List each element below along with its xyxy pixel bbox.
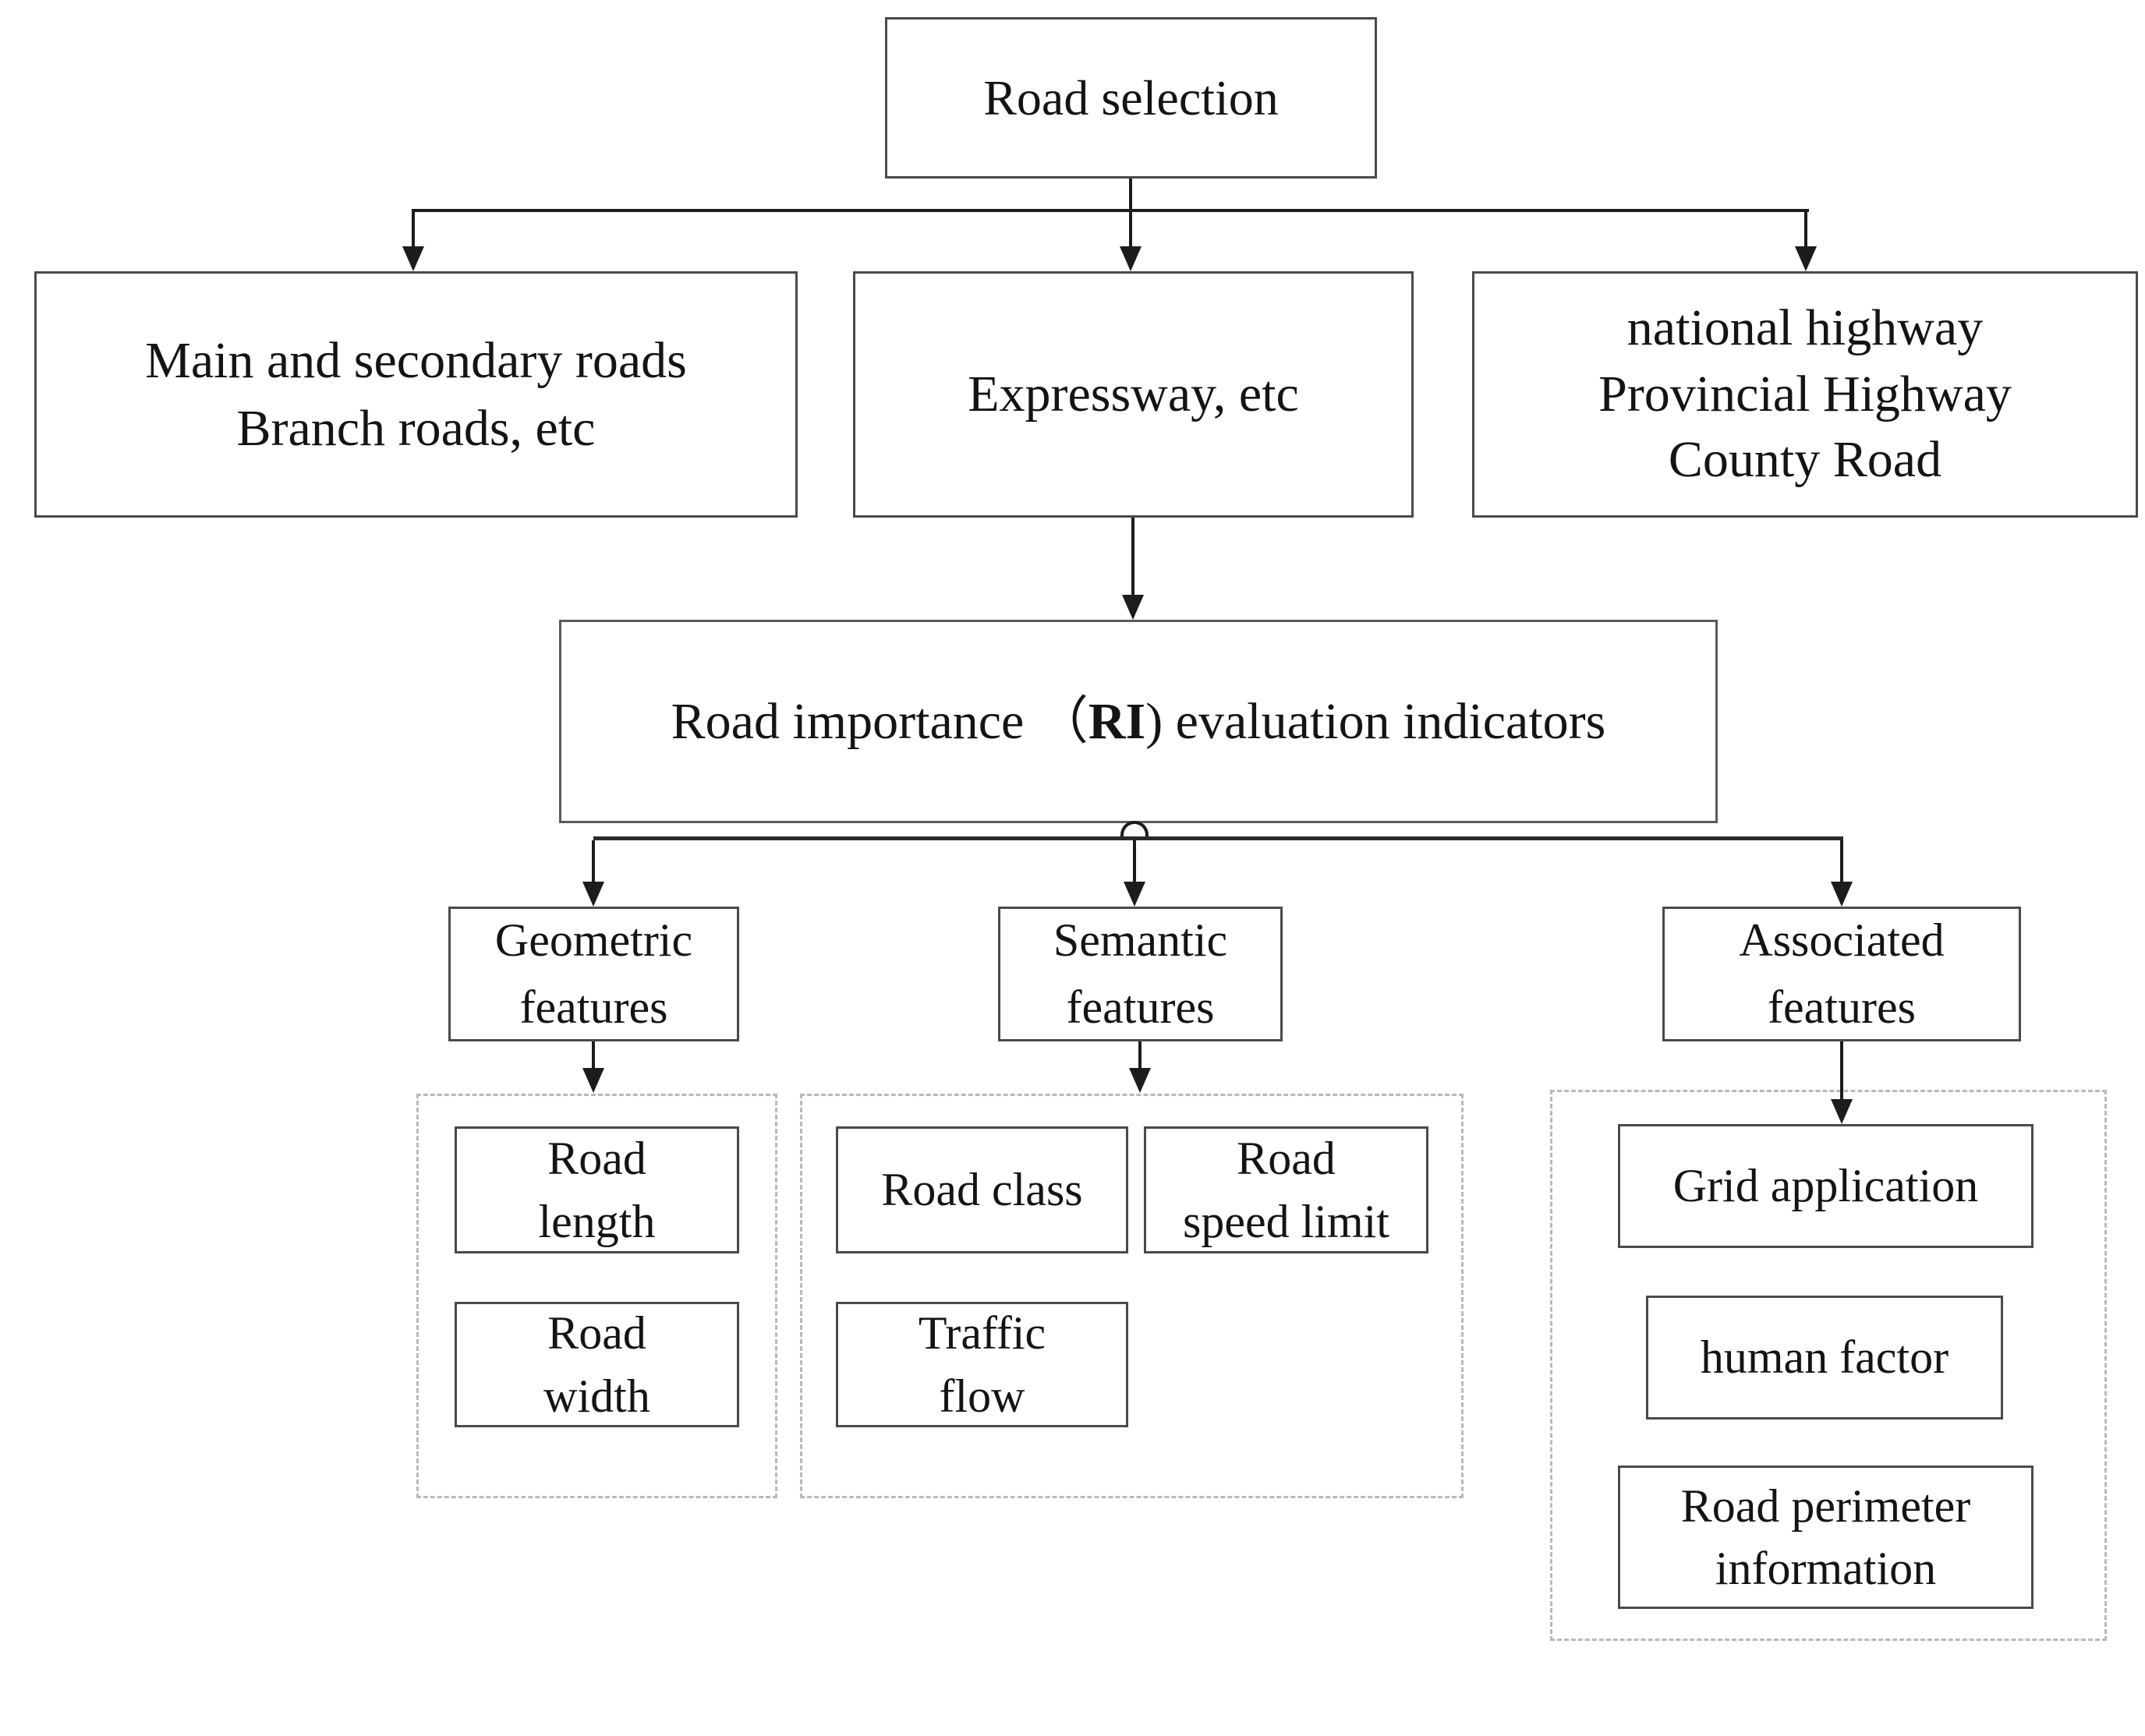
node-grid-application: Grid application: [1618, 1124, 2034, 1248]
connector-drop-semantic: [1133, 840, 1136, 883]
node-ri-abbr: RI: [1088, 692, 1146, 750]
node-road-speed-limit-line1: Road: [1237, 1133, 1336, 1185]
node-national-line1: national highway: [1626, 299, 1984, 357]
node-road-length: Road length: [455, 1126, 739, 1253]
node-road-class: Road class: [836, 1126, 1128, 1253]
arrowhead-to-geometric: [582, 882, 604, 907]
node-road-width: Road width: [455, 1302, 739, 1427]
node-traffic-flow-line2: flow: [939, 1370, 1025, 1422]
dashed-group-associated: [1550, 1090, 2107, 1641]
connector-drop-geometric: [592, 840, 595, 883]
node-geometric-line1: Geometric: [494, 914, 693, 967]
node-road-perimeter-line1: Road perimeter: [1680, 1480, 1971, 1532]
connector-drop-associated: [1840, 840, 1843, 883]
node-road-width-line1: Road: [547, 1307, 646, 1359]
node-expressway: Expressway, etc: [853, 271, 1414, 518]
node-road-selection: Road selection: [885, 17, 1377, 179]
node-traffic-flow-line1: Traffic: [918, 1307, 1046, 1359]
connector-top-rail: [412, 209, 1809, 212]
node-associated-line1: Associated: [1739, 914, 1945, 967]
node-road-width-line2: width: [543, 1370, 650, 1422]
dashed-group-semantic: [800, 1094, 1464, 1498]
arrowhead-to-semantic-group: [1129, 1068, 1151, 1093]
node-semantic-features: Semantic features: [998, 907, 1283, 1041]
connector-bottom-rail: [593, 836, 1843, 840]
node-ri-indicators: Road importance （RI) evaluation indicato…: [559, 620, 1718, 823]
arrowhead-to-main-secondary: [402, 246, 424, 271]
node-geometric-line2: features: [519, 981, 668, 1033]
node-road-selection-label: Road selection: [983, 69, 1279, 126]
node-geometric-features: Geometric features: [448, 907, 739, 1041]
node-traffic-flow: Traffic flow: [836, 1302, 1128, 1427]
node-main-secondary-line2: Branch roads, etc: [236, 400, 596, 457]
node-ri-prefix: Road importance （: [671, 692, 1088, 750]
node-semantic-line2: features: [1066, 981, 1215, 1033]
node-ri-suffix: ) evaluation indicators: [1145, 692, 1606, 750]
node-associated-line2: features: [1768, 981, 1916, 1033]
node-national-highway: national highway Provincial Highway Coun…: [1472, 271, 2138, 518]
connector-expressway-to-ri: [1131, 518, 1134, 597]
node-semantic-line1: Semantic: [1053, 914, 1228, 967]
line-jump-arc: [1120, 821, 1149, 836]
node-road-length-line1: Road: [547, 1133, 646, 1185]
arrowhead-to-expressway: [1120, 246, 1142, 271]
connector-drop-middle: [1129, 209, 1132, 249]
node-road-speed-limit-line2: speed limit: [1183, 1195, 1389, 1247]
node-national-line3: County Road: [1668, 431, 1942, 489]
node-human-factor: human factor: [1646, 1296, 2003, 1420]
node-road-class-label: Road class: [881, 1164, 1083, 1216]
dashed-group-geometric: [416, 1094, 777, 1498]
node-grid-application-label: Grid application: [1672, 1160, 1979, 1212]
node-main-secondary-line1: Main and secondary roads: [145, 331, 687, 389]
connector-top-stem: [1129, 179, 1132, 210]
connector-semantic-to-group: [1138, 1041, 1142, 1071]
connector-drop-left: [412, 209, 415, 249]
connector-geometric-to-group: [592, 1041, 595, 1071]
arrowhead-to-ri: [1122, 595, 1144, 620]
node-human-factor-label: human factor: [1700, 1331, 1949, 1384]
connector-associated-to-group: [1840, 1041, 1843, 1102]
arrowhead-to-semantic: [1124, 882, 1145, 907]
node-road-speed-limit: Road speed limit: [1144, 1126, 1428, 1253]
arrowhead-to-associated: [1831, 882, 1853, 907]
node-road-perimeter-line2: information: [1715, 1543, 1937, 1594]
arrowhead-to-grid-application: [1831, 1099, 1853, 1124]
node-main-secondary-roads: Main and secondary roads Branch roads, e…: [34, 271, 798, 518]
arrowhead-to-national: [1795, 246, 1817, 271]
node-expressway-label: Expressway, etc: [968, 366, 1299, 423]
node-national-line2: Provincial Highway: [1598, 365, 2012, 423]
connector-drop-right: [1804, 209, 1807, 249]
node-road-length-line2: length: [538, 1195, 656, 1247]
node-associated-features: Associated features: [1662, 907, 2021, 1041]
arrowhead-to-geometric-group: [582, 1068, 604, 1093]
node-road-perimeter: Road perimeter information: [1618, 1466, 2034, 1609]
